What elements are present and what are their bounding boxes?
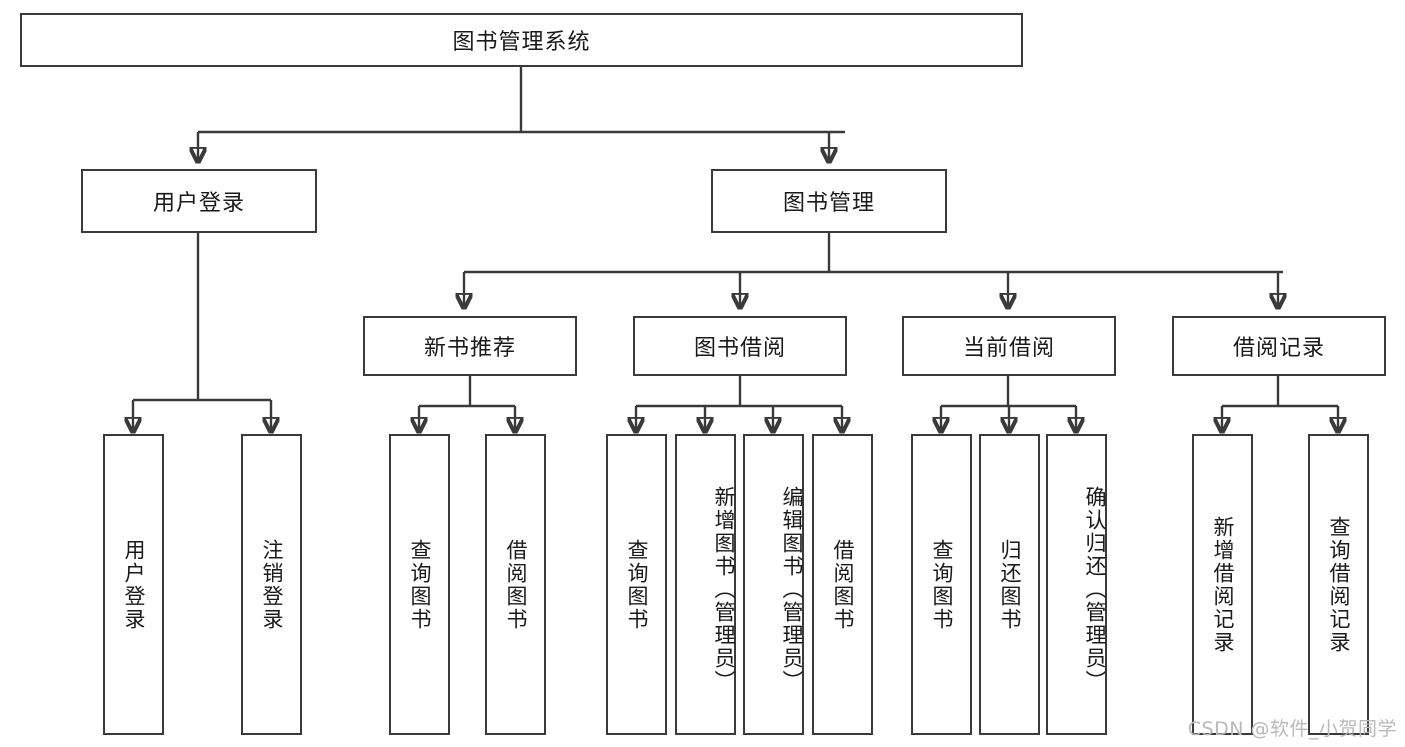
leaf-current-confirm-return[interactable]: 确认归还（管理员） <box>1046 434 1107 735</box>
leaf-user-login-signin[interactable]: 用户登录 <box>103 434 164 735</box>
node-label: 查询图书 <box>408 538 432 631</box>
node-label: 查询图书 <box>625 538 649 631</box>
leaf-borrow-add-book[interactable]: 新增图书（管理员） <box>675 434 736 735</box>
node-label: 新书推荐 <box>423 336 516 361</box>
node-label: 借阅图书 <box>504 538 528 631</box>
node-current-borrow[interactable]: 当前借阅 <box>902 316 1116 376</box>
node-borrow-record[interactable]: 借阅记录 <box>1172 316 1386 376</box>
leaf-borrow-query-book[interactable]: 查询图书 <box>606 434 667 735</box>
node-label: 确认归还（管理员） <box>1083 486 1107 693</box>
leaf-record-add[interactable]: 新增借阅记录 <box>1192 434 1253 735</box>
node-label: 编辑图书（管理员） <box>780 486 804 693</box>
leaf-current-return-book[interactable]: 归还图书 <box>979 434 1040 735</box>
node-label: 当前借阅 <box>962 336 1055 361</box>
node-label: 查询借阅记录 <box>1327 515 1351 654</box>
node-label: 用户登录 <box>122 538 146 631</box>
csdn-watermark: CSDN @软件_小贺同学 <box>1187 718 1397 740</box>
node-user-login[interactable]: 用户登录 <box>81 169 317 233</box>
leaf-borrow-edit-book[interactable]: 编辑图书（管理员） <box>743 434 804 735</box>
node-label: 注销登录 <box>260 538 284 631</box>
node-label: 用户登录 <box>152 191 245 216</box>
node-root-book-management-system[interactable]: 图书管理系统 <box>20 13 1023 67</box>
node-label: 图书管理系统 <box>452 30 591 55</box>
node-new-book-recommend[interactable]: 新书推荐 <box>363 316 577 376</box>
leaf-new-book-borrow[interactable]: 借阅图书 <box>485 434 546 735</box>
leaf-borrow-borrow-book[interactable]: 借阅图书 <box>812 434 873 735</box>
leaf-record-query[interactable]: 查询借阅记录 <box>1308 434 1369 735</box>
leaf-current-query-book[interactable]: 查询图书 <box>911 434 972 735</box>
node-book-management[interactable]: 图书管理 <box>711 169 947 233</box>
leaf-new-book-query[interactable]: 查询图书 <box>389 434 450 735</box>
node-book-borrow[interactable]: 图书借阅 <box>633 316 847 376</box>
leaf-user-login-signout[interactable]: 注销登录 <box>241 434 302 735</box>
node-label: 图书借阅 <box>693 336 786 361</box>
node-label: 查询图书 <box>930 538 954 631</box>
node-label: 借阅记录 <box>1232 336 1325 361</box>
node-label: 归还图书 <box>998 538 1022 631</box>
node-label: 新增图书（管理员） <box>712 486 736 693</box>
node-label: 借阅图书 <box>831 538 855 631</box>
node-label: 新增借阅记录 <box>1211 515 1235 654</box>
node-label: 图书管理 <box>782 191 875 216</box>
